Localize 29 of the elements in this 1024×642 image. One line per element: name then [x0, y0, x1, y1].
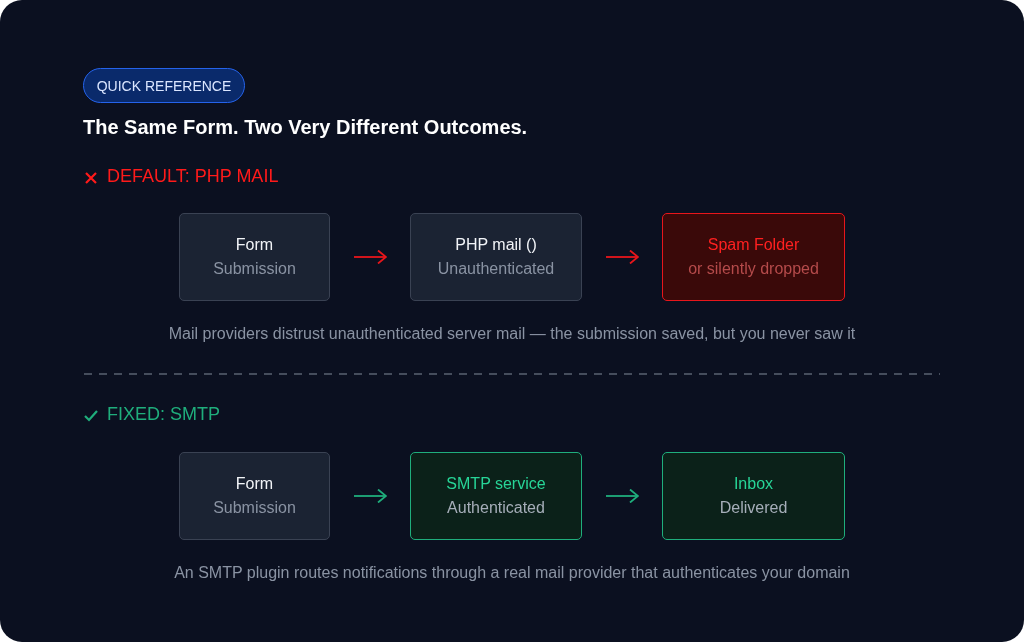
subtitle-text: Delivered	[719, 498, 788, 518]
process-box	[179, 452, 330, 540]
arrow	[353, 249, 387, 265]
arrow	[605, 249, 639, 265]
node-title: Form	[235, 474, 274, 494]
process-box	[179, 213, 330, 301]
title: The Same Form. Two Very Different Outcomes.	[83, 116, 528, 139]
node-title: Form	[235, 235, 274, 255]
subtitle-text: Unauthenticated	[437, 259, 555, 279]
subtitle-text: Submission	[213, 498, 296, 518]
node-title: SMTP service	[446, 474, 546, 494]
result-box	[662, 213, 845, 301]
note-text: Mail providers distrust unauthenticated server mail — the submission saved, but you never saw it	[168, 325, 856, 343]
arrow	[353, 488, 387, 504]
section-heading: FIXED: SMTP	[107, 404, 220, 425]
result-box	[662, 452, 845, 540]
section-heading: DEFAULT: PHP MAIL	[107, 166, 279, 187]
arrow	[605, 488, 639, 504]
node-title: PHP mail ()	[455, 235, 537, 255]
note-text: An SMTP plugin routes notifications through a real mail provider that authenticates your domain	[174, 564, 850, 582]
subtitle-text: Authenticated	[447, 498, 545, 518]
node-title: Spam Folder	[707, 235, 800, 255]
tag-badge	[83, 68, 245, 103]
result-box	[410, 452, 582, 540]
node-title: QUICK REFERENCE	[96, 76, 232, 96]
process-box	[410, 213, 582, 301]
subtitle-text: Submission	[213, 259, 296, 279]
subtitle-text: or silently dropped	[688, 259, 819, 279]
node-title: Inbox	[733, 474, 774, 494]
